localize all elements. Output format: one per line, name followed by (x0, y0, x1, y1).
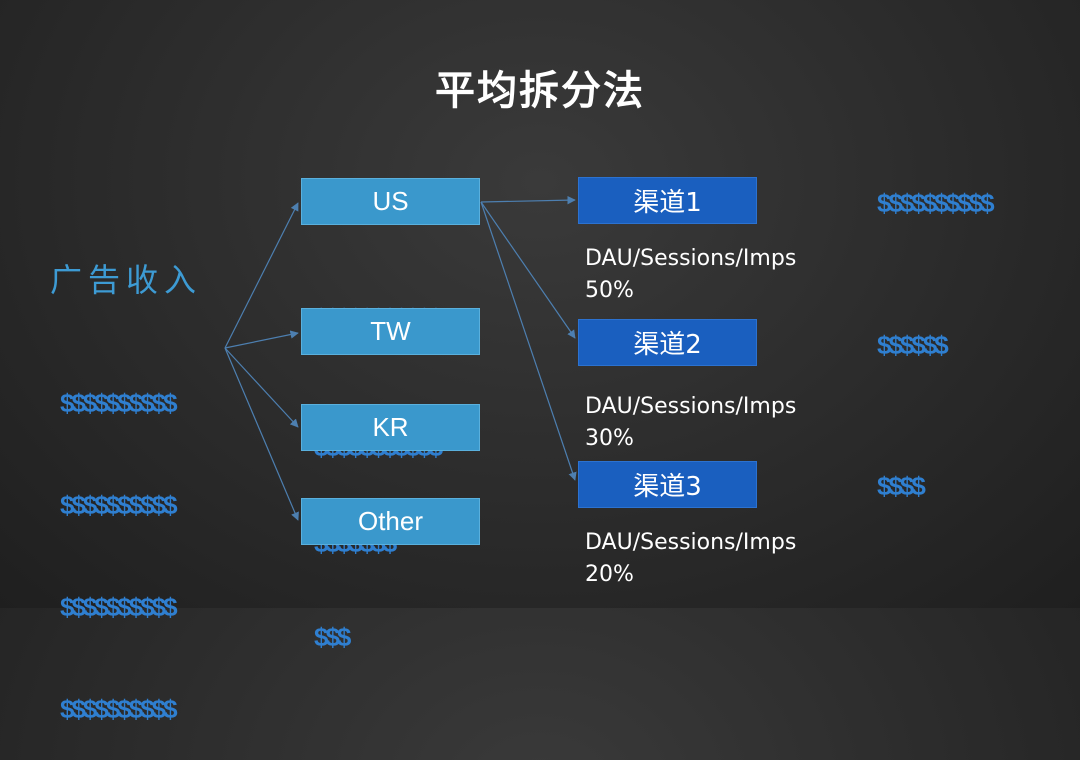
metric-label: DAU/Sessions/Imps (585, 394, 797, 419)
arrow-source-to-other (224, 347, 299, 521)
arrow-us-to-channel-1 (480, 195, 576, 205)
region-box-tw: TW (301, 308, 480, 355)
source-dollars: $$$$$$$$$$ $$$$$$$$$$ $$$$$$$$$$ $$$$$$$… (60, 318, 178, 760)
dollar-row: $$$$$$$$$$ (60, 388, 178, 418)
channel-box-2: 渠道2 (578, 319, 757, 366)
arrow-source-to-kr (224, 347, 299, 428)
channel-box-3: 渠道3 (578, 461, 757, 508)
channel-3-dollars: $$$$ (877, 471, 926, 501)
page-title: 平均拆分法 (435, 68, 645, 114)
dollar-row: $$$$$$$$$$ (60, 694, 178, 724)
metric-share: 20% (585, 562, 634, 587)
channel-3-metric: DAU/Sessions/Imps 20% (585, 527, 796, 591)
arrow-source-to-tw (224, 330, 299, 349)
arrow-us-to-channel-2 (480, 201, 576, 339)
channel-1-dollars: $$$$$$$$$$ (877, 188, 995, 218)
region-box-other: Other (301, 498, 480, 545)
metric-share: 50% (585, 278, 634, 303)
region-box-us: US (301, 178, 480, 225)
dollar-row: $$$$$$$$$$ (60, 592, 178, 622)
dollar-row: $$$$$$$$$$ (60, 490, 178, 520)
dollar-row: $$$ (314, 622, 351, 652)
channel-2-metric: DAU/Sessions/Imps 30% (585, 391, 796, 455)
flow-arrows (224, 195, 577, 521)
metric-label: DAU/Sessions/Imps (585, 530, 797, 555)
channel-1-metric: DAU/Sessions/Imps 50% (585, 243, 796, 307)
metric-share: 30% (585, 426, 634, 451)
arrow-us-to-channel-3 (480, 201, 577, 481)
channel-box-1: 渠道1 (578, 177, 757, 224)
region-other-dollars: $$$ (314, 552, 351, 688)
channel-2-dollars: $$$$$$ (877, 330, 949, 360)
arrow-source-to-us (224, 202, 299, 349)
metric-label: DAU/Sessions/Imps (585, 246, 797, 271)
region-box-kr: KR (301, 404, 480, 451)
source-label: 广告收入 (50, 261, 203, 299)
